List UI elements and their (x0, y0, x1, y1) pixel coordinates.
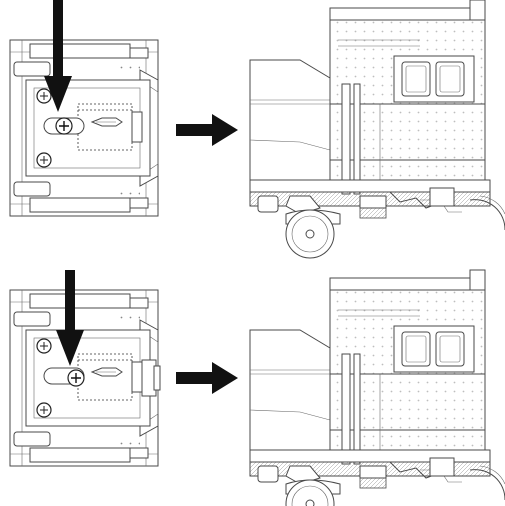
screw-cross (59, 121, 69, 131)
right-arrow-icon (176, 114, 238, 146)
step-2-panel (9, 269, 505, 506)
screw-cross (71, 373, 81, 383)
down-arrow-icon (44, 0, 72, 112)
step-1-chassis-view (9, 39, 159, 217)
step-1-panel (9, 0, 505, 259)
step-2-locomotive-view (249, 269, 505, 506)
down-arrow-icon (56, 270, 84, 366)
right-arrow-icon (176, 362, 238, 394)
step-1-locomotive-view (249, 0, 505, 259)
